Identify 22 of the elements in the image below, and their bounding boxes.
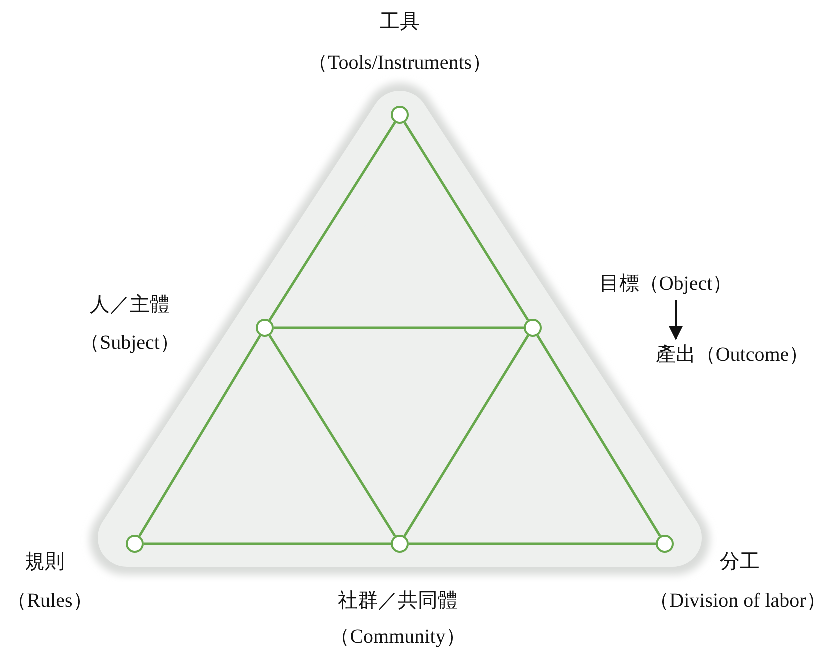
vertex-label: 分工: [720, 552, 760, 572]
outcome-text: 目標（Object）: [586, 270, 746, 298]
triangle-edge-line: [404, 122, 530, 322]
vertex-label: （Division of labor）: [650, 591, 826, 611]
triangle-edge-line: [268, 334, 396, 538]
vertex-label: （Subject）: [80, 333, 180, 353]
vertex-label: 規則: [25, 552, 65, 572]
vertex-label: （Rules）: [7, 591, 93, 611]
vertex-label: 社群／共同體: [338, 591, 458, 611]
vertex-label: 人／主體: [90, 295, 170, 315]
triangle-edge-line: [404, 335, 530, 537]
triangle-edge-line: [274, 326, 524, 330]
outcome-text: 產出（Outcome）: [640, 341, 825, 369]
triangle-edge-line: [536, 335, 662, 537]
vertex-label: （Tools/Instruments）: [308, 53, 492, 73]
triangle-edge-line: [409, 542, 656, 546]
arrow: [669, 300, 683, 340]
vertex-label: （Community）: [330, 627, 466, 647]
triangle-edge-line: [268, 122, 396, 322]
vertex-label: 工具: [380, 12, 420, 32]
triangle-edge-line: [138, 335, 262, 537]
triangle-edge-line: [144, 542, 391, 546]
